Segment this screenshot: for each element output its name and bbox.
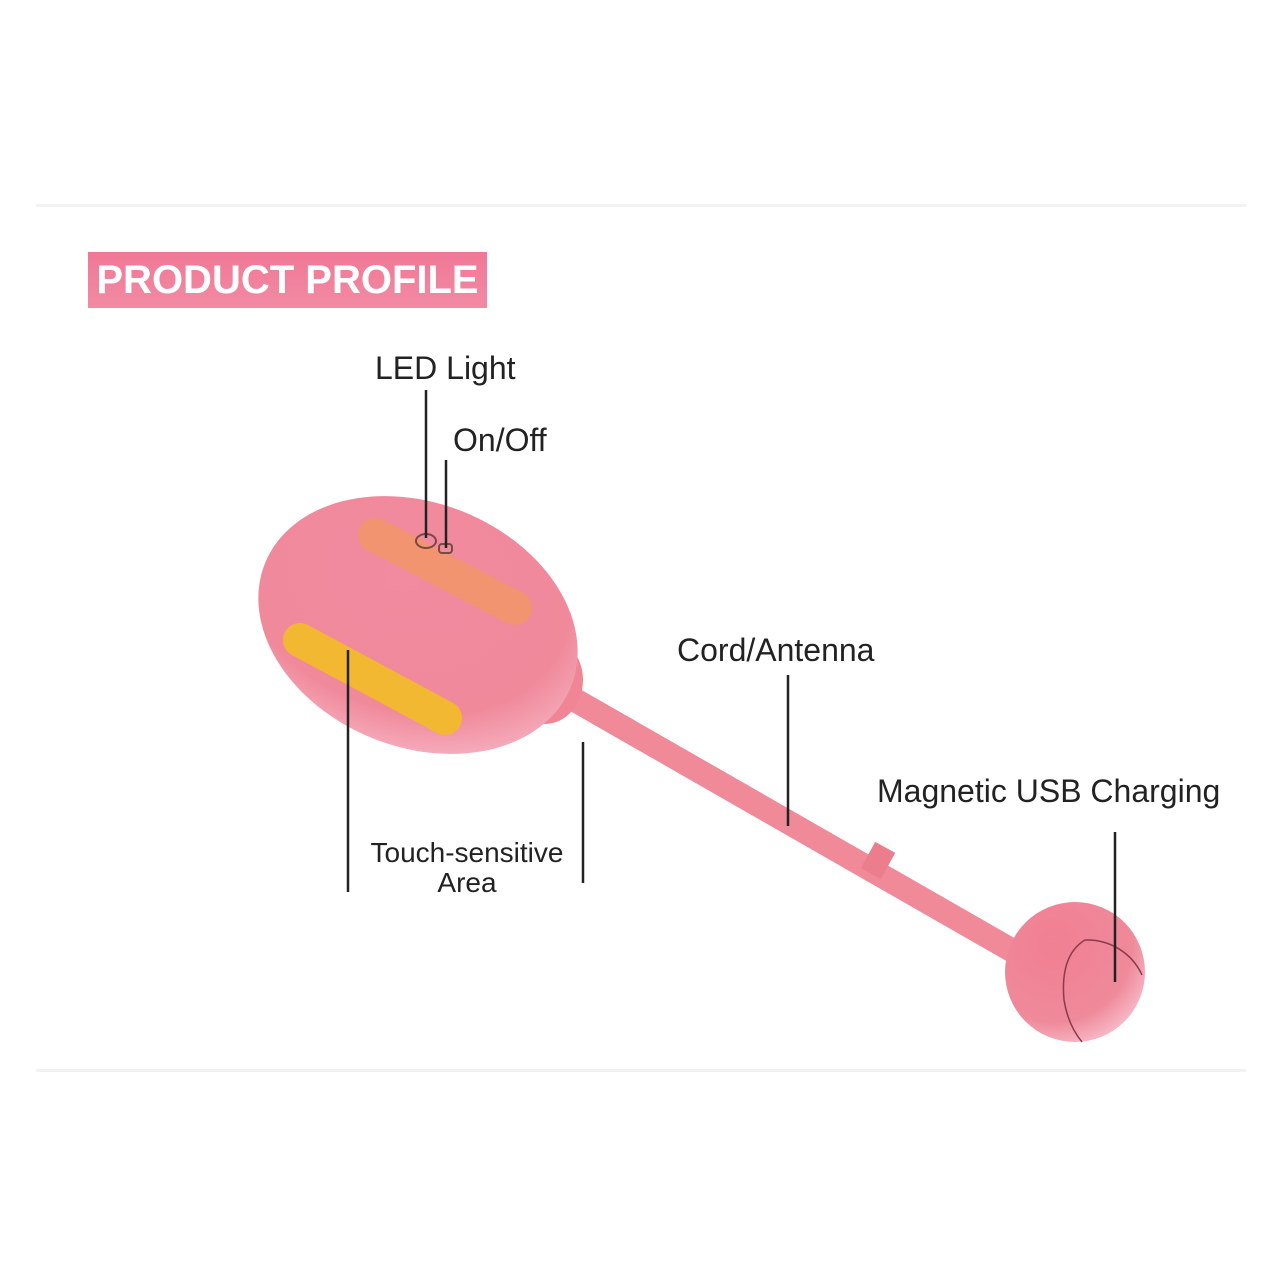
callout-lines	[346, 390, 1117, 982]
charging-ball	[1005, 902, 1145, 1042]
on-off-label: On/Off	[453, 422, 547, 458]
touch-sensitive-line2: Area	[437, 867, 497, 898]
touch-area-upper	[358, 518, 532, 625]
section-title-banner: PRODUCT PROFILE	[88, 252, 487, 308]
led-light-label: LED Light	[375, 350, 516, 386]
cord-joint	[860, 841, 896, 880]
touch-area-lower	[283, 623, 462, 735]
touch-sensitive-line1: Touch-sensitive	[370, 837, 564, 868]
bottom-divider	[36, 1069, 1246, 1072]
top-divider	[36, 204, 1246, 207]
cord-antenna-label: Cord/Antenna	[677, 632, 875, 668]
touch-sensitive-label: Touch-sensitive Area	[358, 839, 576, 897]
magnetic-usb-charging-label: Magnetic USB Charging	[877, 773, 1221, 809]
magnetic-usb-port	[1062, 939, 1143, 1043]
egg-body	[258, 496, 578, 754]
cord-antenna	[528, 668, 1032, 967]
section-title: PRODUCT PROFILE	[96, 257, 479, 302]
